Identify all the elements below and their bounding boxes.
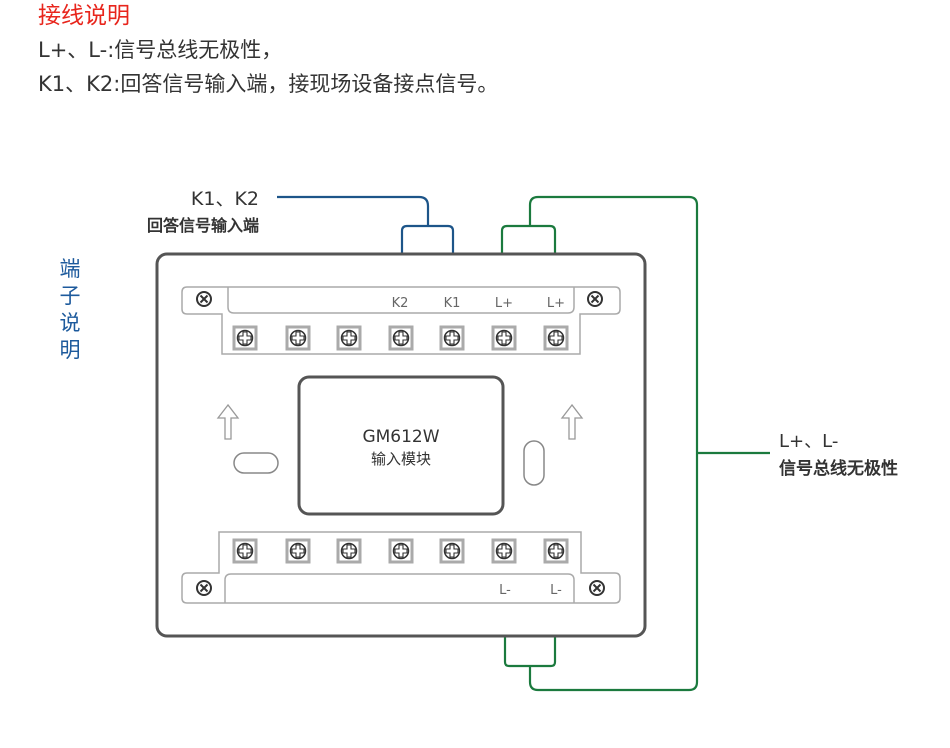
terminal-screw-icon: [543, 538, 569, 564]
terminal-screw-icon: [439, 538, 465, 564]
description-line-2: K1、K2:回答信号输入端，接现场设备接点信号。: [38, 72, 498, 96]
side-label-char: 明: [60, 338, 81, 362]
k-terminal-label: K1、K2: [191, 188, 259, 210]
bus-wire-bottom: [503, 636, 557, 668]
terminal-label-k1: K1: [444, 296, 461, 311]
terminal-screw-icon: [491, 325, 517, 351]
l-terminal-label: L+、L-: [779, 431, 838, 452]
terminal-screw-icon: [232, 325, 258, 351]
bus-wire-top: [500, 195, 699, 692]
terminal-screw-icon: [336, 325, 362, 351]
side-label-char: 说: [60, 311, 81, 335]
mounting-screw-icon: [587, 291, 603, 307]
terminal-label-l-minus: L-: [499, 583, 511, 598]
terminal-label-k2: K2: [392, 296, 409, 311]
terminal-screw-icon: [543, 325, 569, 351]
up-arrow-icon: [216, 403, 240, 440]
terminal-screw-icon: [439, 325, 465, 351]
mounting-screw-icon: [196, 291, 212, 307]
up-arrow-icon: [560, 403, 584, 440]
mounting-slot: [233, 452, 279, 474]
terminal-screw-icon: [285, 538, 311, 564]
terminal-label-l-plus: L+: [495, 296, 513, 311]
terminal-screw-icon: [232, 538, 258, 564]
terminal-screw-icon: [336, 538, 362, 564]
side-label-char: 子: [60, 284, 81, 308]
side-label-char: 端: [60, 257, 81, 281]
k-terminal-description: 回答信号输入端: [147, 216, 259, 235]
terminal-description-label: 端 子 说 明: [60, 257, 81, 362]
terminal-screw-icon: [491, 538, 517, 564]
mounting-slot: [523, 440, 545, 486]
k-signal-wire: [277, 195, 455, 255]
section-title: 接线说明: [38, 3, 130, 29]
module-label-panel: [297, 375, 505, 516]
terminal-screw-icon: [285, 325, 311, 351]
l-terminal-description: 信号总线无极性: [779, 458, 898, 479]
module-model: GM612W: [362, 427, 439, 447]
module-name: 输入模块: [371, 450, 431, 468]
mounting-screw-icon: [196, 580, 212, 596]
terminal-label-l-plus: L+: [547, 296, 565, 311]
mounting-screw-icon: [589, 580, 605, 596]
description-line-1: L+、L-:信号总线无极性，: [38, 38, 282, 62]
terminal-label-l-minus: L-: [550, 583, 562, 598]
terminal-screw-icon: [388, 325, 414, 351]
terminal-screw-icon: [388, 538, 414, 564]
